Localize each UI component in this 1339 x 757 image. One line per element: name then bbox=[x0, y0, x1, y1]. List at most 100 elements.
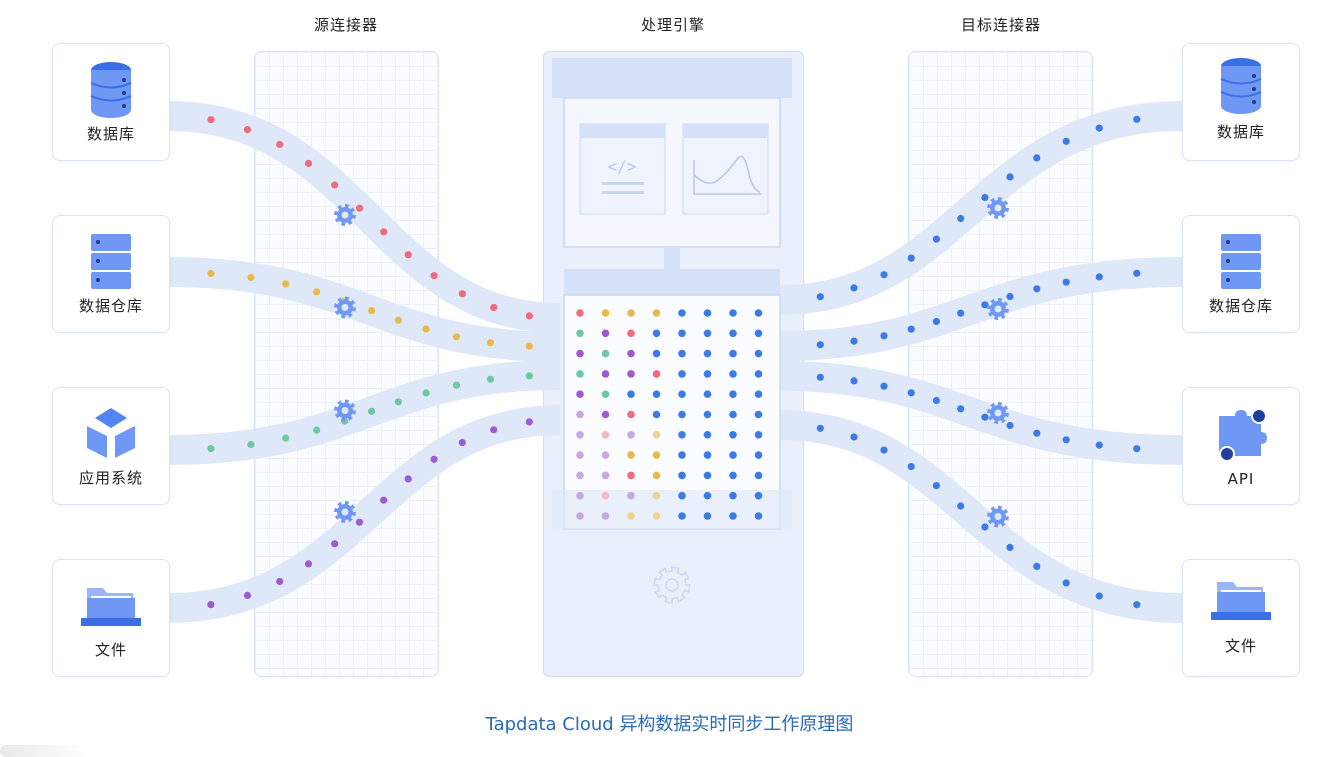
processing-engine-title: 处理引擎 bbox=[640, 16, 705, 34]
matrix-dot bbox=[576, 410, 584, 419]
code-window bbox=[579, 123, 666, 215]
flow-dot bbox=[355, 518, 364, 526]
flow-dot bbox=[458, 290, 466, 298]
api-puzzle-icon bbox=[1183, 402, 1299, 466]
matrix-dot bbox=[729, 512, 737, 520]
matrix-dot bbox=[576, 431, 584, 439]
flow-dot bbox=[1006, 543, 1014, 552]
matrix-dot bbox=[729, 451, 737, 459]
flow-dot bbox=[304, 159, 313, 167]
flow-dot bbox=[368, 407, 376, 415]
flow-dot bbox=[1133, 269, 1141, 277]
flow-dot bbox=[1095, 441, 1103, 449]
matrix-dot bbox=[601, 329, 610, 338]
source-connector-title: 源连接器 bbox=[313, 16, 378, 34]
matrix-dot bbox=[678, 512, 686, 520]
target-flow-band bbox=[779, 257, 1183, 361]
matrix-dot bbox=[754, 329, 763, 338]
flow-dot bbox=[525, 418, 533, 426]
flow-dot bbox=[957, 502, 965, 510]
matrix-dot bbox=[652, 512, 661, 520]
matrix-dot bbox=[678, 370, 686, 378]
flow-dot bbox=[458, 439, 466, 447]
gear-hole bbox=[994, 513, 1002, 520]
flow-dot bbox=[1095, 592, 1103, 600]
matrix-dot bbox=[729, 329, 737, 338]
flow-dot bbox=[932, 235, 941, 243]
source-card-data-warehouse[interactable]: 数据仓库 bbox=[52, 215, 170, 333]
target-data-warehouse-label: 数据仓库 bbox=[1208, 297, 1273, 315]
code-line bbox=[602, 191, 644, 194]
source-card-application-system[interactable]: 应用系统 bbox=[52, 387, 170, 505]
target-database-label: 数据库 bbox=[1216, 123, 1265, 141]
flow-dot bbox=[380, 228, 388, 236]
flow-dot bbox=[207, 601, 215, 609]
target-card-api[interactable]: API bbox=[1182, 387, 1300, 505]
target-flow-band bbox=[779, 361, 1183, 465]
matrix-dot bbox=[678, 451, 686, 459]
flow-dot bbox=[243, 126, 252, 134]
flow-dot bbox=[282, 434, 290, 442]
target-card-database[interactable]: 数据库 bbox=[1182, 43, 1300, 161]
matrix-dot bbox=[627, 349, 635, 358]
target-card-data-warehouse[interactable]: 数据仓库 bbox=[1182, 215, 1300, 333]
flow-dot bbox=[880, 332, 888, 340]
matrix-dot bbox=[627, 329, 635, 338]
database-icon bbox=[53, 58, 169, 122]
gear-hole bbox=[994, 305, 1002, 313]
matrix-dot bbox=[627, 451, 635, 459]
matrix-dot bbox=[627, 390, 635, 399]
matrix-dot bbox=[576, 471, 584, 480]
matrix-dot bbox=[754, 512, 763, 520]
chart-axis bbox=[693, 160, 762, 195]
matrix-dot bbox=[729, 431, 737, 439]
matrix-dot bbox=[678, 390, 686, 399]
flow-dots bbox=[207, 115, 1141, 609]
matrix-dot bbox=[652, 471, 661, 480]
flow-dot bbox=[880, 446, 888, 454]
flow-dot bbox=[932, 317, 941, 326]
matrix-dot bbox=[729, 390, 737, 399]
matrix-dot bbox=[703, 471, 712, 480]
matrix-dot bbox=[703, 349, 712, 358]
target-api-label: API bbox=[1227, 470, 1255, 488]
source-card-file[interactable]: 文件 bbox=[52, 559, 170, 677]
chart-window bbox=[682, 123, 769, 215]
flow-dot bbox=[1033, 562, 1041, 571]
source-database-label: 数据库 bbox=[86, 125, 135, 143]
flow-dot bbox=[207, 116, 215, 124]
gear-center bbox=[665, 578, 679, 592]
matrix-shadow bbox=[552, 490, 792, 530]
flow-dot bbox=[880, 382, 888, 390]
matrix-dot bbox=[652, 451, 661, 459]
flow-dot bbox=[957, 309, 965, 317]
monitor-stand bbox=[664, 247, 680, 271]
matrix-dot bbox=[729, 491, 737, 500]
matrix-dot bbox=[627, 410, 635, 419]
matrix-dot bbox=[703, 390, 712, 399]
database-icon bbox=[1183, 54, 1299, 118]
matrix-dot bbox=[576, 309, 584, 317]
application-system-icon bbox=[53, 402, 169, 466]
matrix-dot bbox=[754, 410, 763, 419]
flow-dot bbox=[422, 389, 430, 397]
gear-hole bbox=[341, 508, 349, 516]
source-file-label: 文件 bbox=[94, 641, 127, 659]
flow-dot bbox=[1095, 273, 1103, 281]
flow-dot bbox=[850, 433, 858, 441]
gear-hole bbox=[341, 407, 349, 414]
flow-dot bbox=[525, 342, 533, 350]
flow-dot bbox=[490, 303, 498, 312]
matrix-dot bbox=[627, 431, 635, 439]
matrix-dot bbox=[754, 471, 763, 480]
target-flow-band bbox=[779, 101, 1183, 315]
gear-outline bbox=[653, 566, 691, 604]
wave-chart-icon bbox=[693, 155, 761, 193]
target-card-file[interactable]: 文件 bbox=[1182, 559, 1300, 677]
matrix-dot bbox=[678, 410, 686, 419]
source-card-database[interactable]: 数据库 bbox=[52, 43, 170, 161]
matrix-dot bbox=[754, 390, 763, 399]
flow-dot bbox=[1033, 154, 1041, 162]
matrix-dot bbox=[576, 329, 584, 338]
